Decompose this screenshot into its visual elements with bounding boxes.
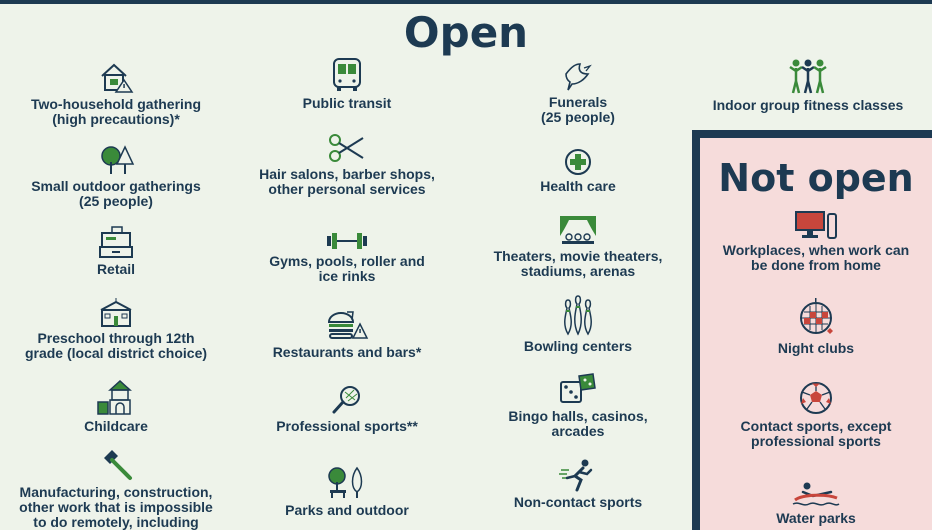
list-item-preschool: Preschool through 12th grade (local dist…: [10, 298, 222, 361]
list-item-water-parks: Water parks: [706, 480, 926, 526]
item-label: Water parks: [776, 510, 856, 526]
list-item-night-clubs: Night clubs: [706, 298, 926, 356]
item-label: Funerals (25 people): [541, 94, 615, 125]
hammer-icon: [104, 450, 132, 480]
item-label: Night clubs: [777, 340, 855, 356]
list-item-bingo: Bingo halls, casinos, arcades: [478, 372, 678, 439]
item-label: Two-household gathering (high precaution…: [30, 96, 202, 127]
item-label: Non-contact sports: [513, 494, 643, 510]
item-label: Retail: [96, 261, 136, 277]
item-label: Restaurants and bars*: [272, 344, 422, 360]
item-label: Bingo halls, casinos, arcades: [508, 408, 648, 439]
item-label: Manufacturing, construction, other work …: [19, 484, 213, 530]
item-label: Bowling centers: [523, 338, 633, 354]
runner-icon: [559, 459, 593, 492]
theater-stage-icon: [560, 216, 596, 244]
item-label: Small outdoor gatherings (25 people): [31, 178, 201, 209]
disco-ball-icon: [800, 298, 833, 334]
dice-icon: [560, 373, 596, 403]
list-item-funerals: Funerals (25 people): [478, 60, 678, 125]
list-item-small-outdoor: Small outdoor gatherings (25 people): [20, 144, 212, 209]
trees-icon: [101, 145, 135, 174]
list-item-theaters: Theaters, movie theaters, stadiums, aren…: [478, 214, 678, 279]
list-item-retail: Retail: [20, 225, 212, 277]
open-heading: Open: [403, 8, 529, 57]
list-item-two-household: Two-household gathering (high precaution…: [20, 60, 212, 127]
dumbbell-icon: [327, 233, 367, 249]
tennis-racket-icon: [332, 386, 360, 414]
bowling-pins-icon: [564, 295, 592, 336]
not-open-panel: Not open Workplaces, when work can be do…: [692, 130, 932, 530]
bus-icon: [333, 58, 361, 91]
list-item-contact-sports: Contact sports, except professional spor…: [706, 380, 926, 449]
house-warning-icon: [101, 63, 134, 93]
list-item-restaurants: Restaurants and bars*: [247, 306, 447, 360]
computer-monitor-icon: [795, 211, 837, 239]
item-label: Childcare: [84, 418, 148, 434]
dove-icon: [565, 63, 592, 91]
water-slide-icon: [792, 482, 840, 506]
item-label: Health care: [540, 178, 616, 194]
list-item-hair-salons: Hair salons, barber shops, other persona…: [242, 132, 452, 197]
not-open-heading: Not open: [718, 156, 914, 200]
item-label: Professional sports**: [276, 418, 418, 434]
list-item-professional-sports: Professional sports**: [247, 384, 447, 434]
item-label: Workplaces, when work can be done from h…: [722, 242, 910, 273]
school-building-icon: [100, 298, 132, 327]
item-label: Parks and outdoor: [285, 502, 409, 518]
item-label: Theaters, movie theaters, stadiums, aren…: [493, 248, 663, 279]
burger-drink-warning-icon: [327, 311, 369, 339]
group-fitness-icon: [789, 59, 827, 94]
list-item-workplaces: Workplaces, when work can be done from h…: [706, 210, 926, 273]
item-label: Hair salons, barber shops, other persona…: [259, 166, 435, 197]
item-label: Preschool through 12th grade (local dist…: [24, 330, 208, 361]
list-item-health-care: Health care: [478, 148, 678, 194]
item-label: Public transit: [302, 95, 392, 111]
soccer-ball-icon: [800, 382, 832, 414]
top-border: [0, 0, 932, 4]
scissors-icon: [329, 134, 364, 162]
cash-register-icon: [99, 226, 133, 258]
item-label: Gyms, pools, roller and ice rinks: [269, 253, 425, 284]
list-item-gyms: Gyms, pools, roller and ice rinks: [247, 231, 447, 284]
item-label: Contact sports, except professional spor…: [740, 418, 892, 449]
building-blocks-icon: [97, 380, 132, 415]
park-tree-bench-icon: [328, 466, 363, 498]
list-item-manufacturing: Manufacturing, construction, other work …: [10, 448, 222, 530]
list-item-parks: Parks and outdoor: [247, 466, 447, 518]
list-item-non-contact-sports: Non-contact sports: [478, 458, 678, 510]
list-item-childcare: Childcare: [20, 380, 212, 434]
list-item-bowling: Bowling centers: [478, 294, 678, 354]
item-label: Indoor group fitness classes: [712, 97, 904, 113]
medical-cross-icon: [565, 149, 591, 175]
list-item-indoor-fitness: Indoor group fitness classes: [708, 57, 908, 113]
list-item-public-transit: Public transit: [247, 57, 447, 111]
